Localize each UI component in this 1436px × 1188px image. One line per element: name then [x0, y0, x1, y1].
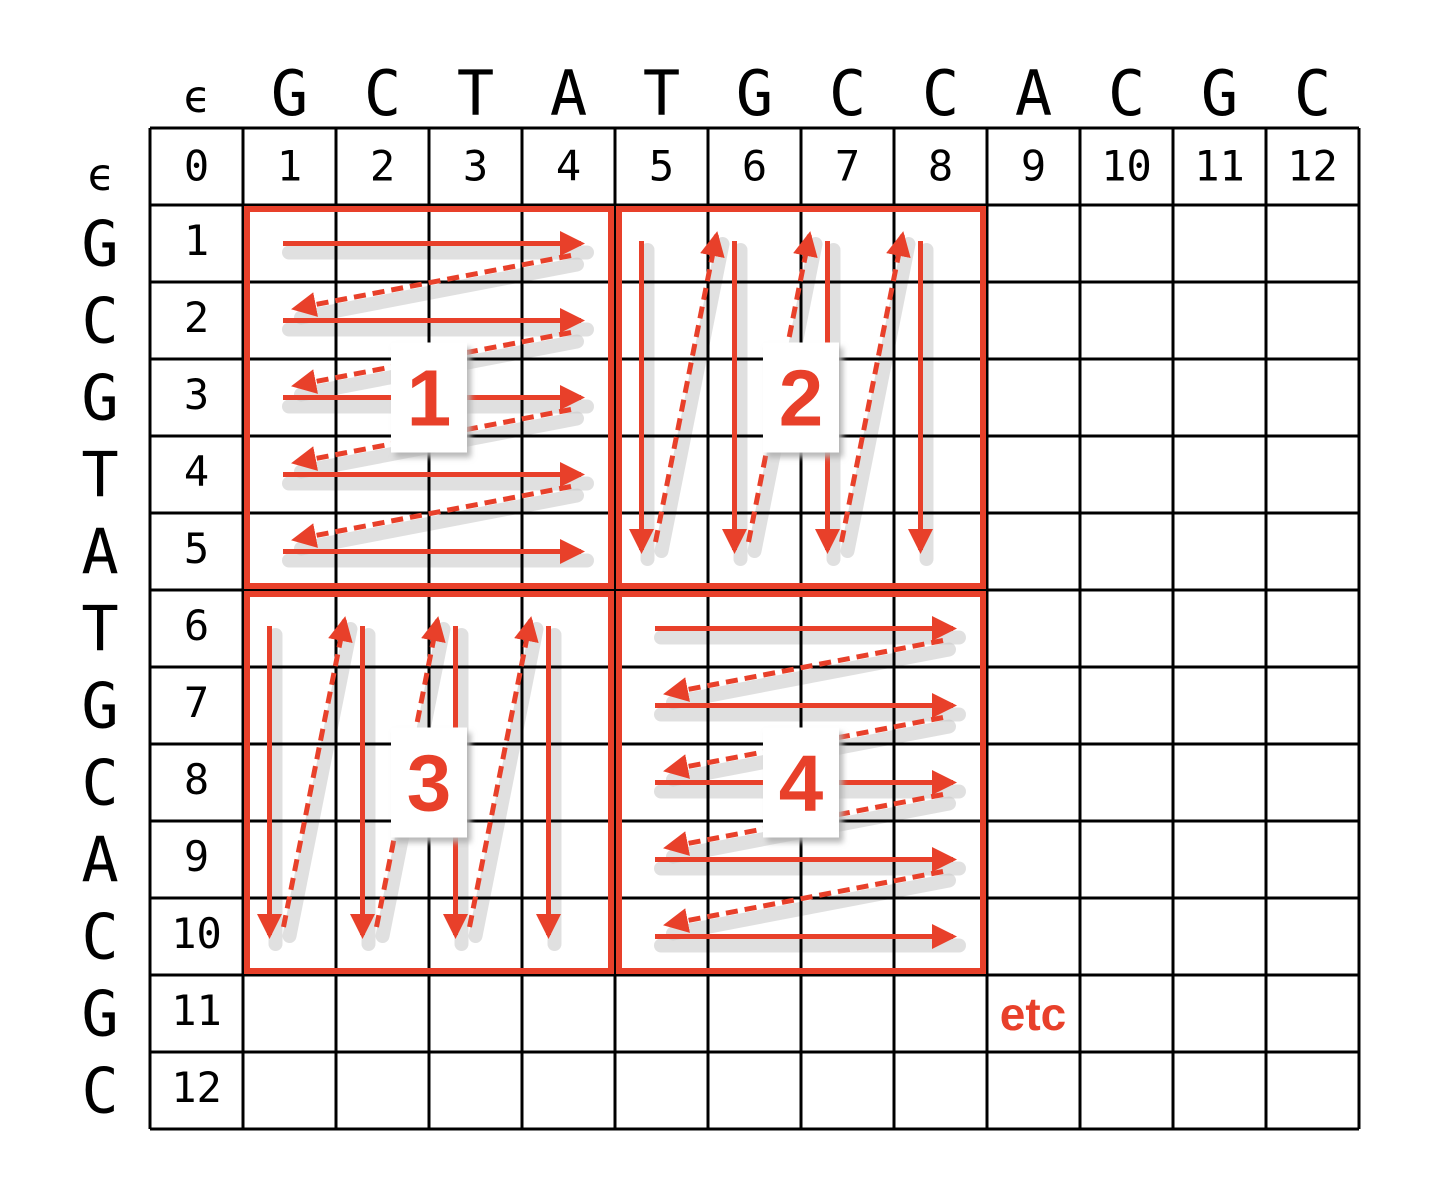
- block-label-box: [391, 342, 467, 453]
- column-index: 1: [277, 142, 302, 191]
- return-arrow: [653, 231, 725, 543]
- top-sequence-letter: A: [550, 57, 587, 130]
- block-label: 1: [407, 354, 452, 443]
- top-sequence-letter: G: [736, 57, 773, 130]
- row-index: 12: [171, 1063, 222, 1112]
- column-index: 0: [184, 142, 209, 191]
- arrow-shadow: [666, 642, 956, 710]
- top-sequence-letter: C: [922, 57, 959, 130]
- column-index: 11: [1194, 142, 1245, 191]
- top-sequence-letter: C: [829, 57, 866, 130]
- return-arrow: [281, 616, 353, 928]
- block-label-box: [763, 727, 839, 838]
- block-label: 2: [779, 354, 824, 443]
- arrow-shadow: [294, 257, 584, 325]
- column-index: 12: [1287, 142, 1338, 191]
- etc-label: etc: [1000, 988, 1066, 1040]
- column-index: 7: [835, 142, 860, 191]
- block-labels: 1 2 3 4: [391, 342, 839, 838]
- side-sequence-letter: G: [81, 670, 118, 743]
- row-index: 10: [171, 909, 222, 958]
- top-sequence-letter: C: [1294, 57, 1331, 130]
- block-label-box: [391, 727, 467, 838]
- row-index: 5: [184, 524, 209, 573]
- row-index: 8: [184, 755, 209, 804]
- top-sequence-letter: C: [364, 57, 401, 130]
- side-sequence-letter: T: [81, 439, 118, 512]
- row-index: 1: [184, 216, 209, 265]
- block-label: 3: [407, 739, 452, 828]
- block-outline: [244, 591, 614, 974]
- top-epsilon-label: ϵ: [183, 72, 210, 123]
- arrow-shadow: [294, 488, 584, 556]
- return-arrow: [467, 616, 539, 928]
- side-epsilon-label: ϵ: [87, 150, 114, 201]
- return-arrow: [291, 253, 572, 317]
- side-sequence-letter: A: [81, 824, 118, 897]
- traversal-arrows: [257, 231, 958, 949]
- side-sequence-letter: C: [81, 1055, 118, 1128]
- arrow-shadow: [468, 622, 544, 943]
- side-sequence-letter: A: [81, 516, 118, 589]
- column-index: 4: [556, 142, 581, 191]
- block-outline: [616, 206, 986, 589]
- column-index: 8: [928, 142, 953, 191]
- side-sequence-letter: C: [81, 747, 118, 820]
- arrow-shadow: [666, 873, 956, 941]
- return-arrow: [663, 869, 944, 933]
- row-index: 11: [171, 986, 222, 1035]
- top-sequence-letter: C: [1108, 57, 1145, 130]
- side-sequence-letter: G: [81, 362, 118, 435]
- arrow-shadow: [654, 237, 730, 558]
- top-sequence-letter: A: [1015, 57, 1052, 130]
- column-index: 6: [742, 142, 767, 191]
- side-sequence-letter: C: [81, 285, 118, 358]
- block-outlines: [244, 206, 986, 974]
- return-arrow: [839, 231, 911, 543]
- return-arrow: [291, 484, 572, 548]
- row-index: 4: [184, 447, 209, 496]
- block-outline: [244, 206, 614, 589]
- block-outline: [616, 591, 986, 974]
- return-arrow: [663, 638, 944, 702]
- column-index: 5: [649, 142, 674, 191]
- side-sequence-letter: G: [81, 978, 118, 1051]
- column-index: 3: [463, 142, 488, 191]
- top-sequence-letter: G: [271, 57, 308, 130]
- column-index: 10: [1101, 142, 1152, 191]
- column-index: 9: [1021, 142, 1046, 191]
- table-grid: [148, 126, 1361, 1131]
- side-sequence-letter: G: [81, 208, 118, 281]
- arrow-shadow: [840, 237, 916, 558]
- row-index: 7: [184, 678, 209, 727]
- top-sequence-letter: T: [457, 57, 494, 130]
- block-label: 4: [779, 739, 824, 828]
- arrow-shadow: [282, 622, 358, 943]
- row-index: 9: [184, 832, 209, 881]
- block-label-box: [763, 342, 839, 453]
- side-sequence-letter: T: [81, 593, 118, 666]
- side-sequence-letter: C: [81, 901, 118, 974]
- top-sequence-letter: G: [1201, 57, 1238, 130]
- row-index: 3: [184, 370, 209, 419]
- column-index: 2: [370, 142, 395, 191]
- row-index: 6: [184, 601, 209, 650]
- top-sequence-letter: T: [643, 57, 680, 130]
- row-index: 2: [184, 293, 209, 342]
